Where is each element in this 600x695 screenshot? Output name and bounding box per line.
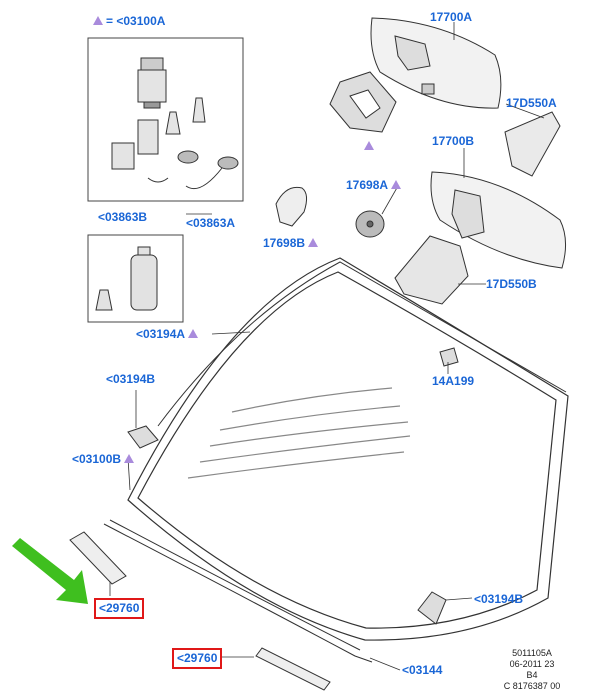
legend-equals: = [106,14,114,28]
label-17700A: 17700A [430,10,473,24]
applicator-pads [147,150,239,190]
legend: = <03100A [90,14,165,28]
triangle-icon [124,454,135,463]
diagram-meta: 5011105A 06-2011 23 B4 C 8176387 00 [500,648,564,692]
moulding-clip-left [127,425,159,449]
label-17698A-text: 17698A [346,178,389,192]
label-03144: <03144 [402,663,443,677]
primer-bottle-part [137,57,167,109]
kit-box-03100A [87,37,244,202]
triangle-icon [93,16,103,25]
label-03194A: <03194A [136,327,201,341]
triangle-icon [391,180,402,189]
label-17D550A: 17D550A [506,96,557,110]
spacer-block-bottom [255,647,331,691]
leader-lines [109,22,545,671]
cover-17D550B [394,235,469,305]
rear-view-mirror-17700B [430,171,566,269]
lower-seal-strip [103,519,373,663]
label-03194B-right: <03194B [474,592,524,606]
label-17698B-text: 17698B [263,236,306,250]
label-03100B-text: <03100B [72,452,122,466]
label-14A199: 14A199 [432,374,475,388]
label-03100B: <03100B [72,452,137,466]
moulding-strip-03194A [157,261,567,427]
pad-17698B [275,186,308,227]
highlight-arrow-icon [12,538,88,604]
label-17698B: 17698B [263,236,321,250]
rear-view-mirror-17700A [370,17,502,109]
spacer-block-left [69,531,127,585]
meta-line-4: C 8176387 00 [503,681,561,691]
label-17698A: 17698A [346,178,404,192]
label-17700B: 17700B [432,134,475,148]
triangle-marker [364,141,374,150]
meta-line-1: 5011105A [512,648,552,658]
cover-17D550A [504,111,561,177]
meta-line-2: 06-2011 23 [509,659,555,669]
label-03194A-text: <03194A [136,327,186,341]
button-pad-17698A [355,210,385,238]
label-17D550B: 17D550B [486,277,537,291]
label-29760-bottom-highlighted: <29760 [172,648,223,669]
meta-line-3: B4 [526,670,538,680]
moulding-clip-right [417,591,447,625]
label-03194B-left: <03194B [106,372,156,386]
label-29760-left-highlighted: <29760 [94,598,145,619]
triangle-icon [308,238,319,247]
windshield-glass [127,257,569,641]
sensor-14A199 [439,347,459,367]
triangle-icon [188,329,199,338]
mirror-mount-bracket [329,71,397,133]
label-03863B: <03863B [98,210,148,224]
label-03863A: <03863A [186,216,236,230]
nozzle-parts [111,97,206,170]
kit-box-03863B [87,234,184,323]
legend-code: <03100A [116,14,166,28]
sealant-bottle-part [95,246,158,311]
